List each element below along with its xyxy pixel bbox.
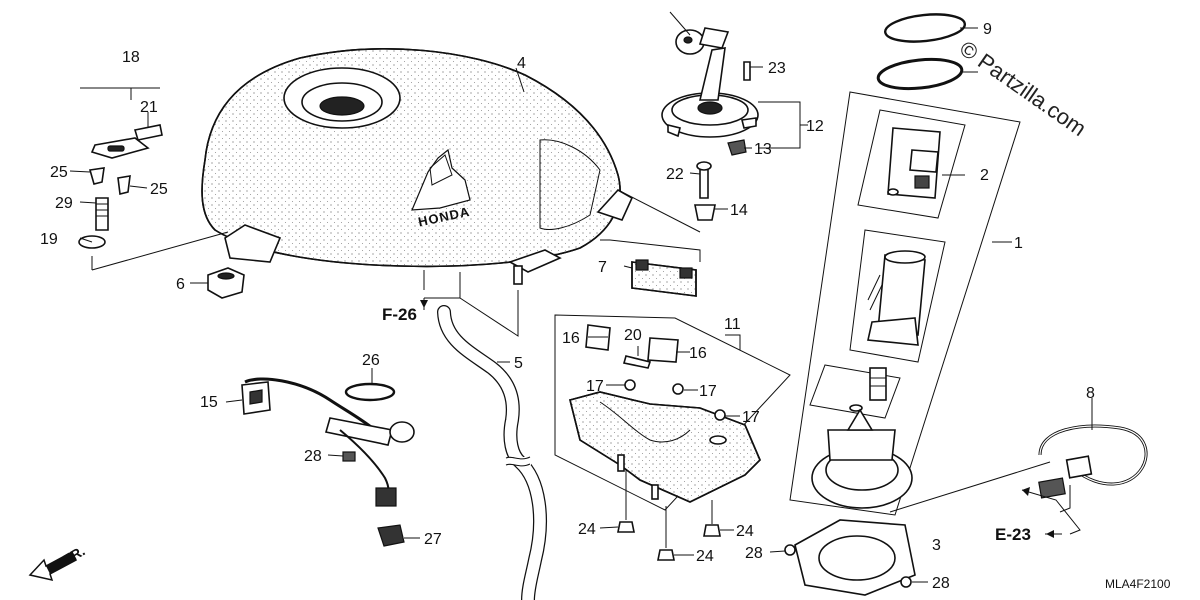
- callout-25-left: 25: [50, 164, 68, 181]
- callout-12: 12: [806, 118, 824, 135]
- callout-17-left: 17: [586, 378, 604, 395]
- callout-11: 11: [724, 316, 741, 333]
- pump-base-flange[interactable]: [811, 408, 913, 509]
- watermark: © Partzilla.com: [955, 36, 1091, 142]
- sensor-gasket[interactable]: [344, 382, 396, 402]
- cap-screw[interactable]: [743, 61, 751, 81]
- callout-9: 9: [983, 21, 992, 38]
- fuel-cap-assembly[interactable]: [661, 92, 759, 138]
- front-direction-arrow: [28, 550, 77, 582]
- callout-14: 14: [730, 202, 748, 219]
- callout-25-right: 25: [150, 181, 168, 198]
- pump-assembly-outline: [789, 91, 1021, 516]
- collar-bolt[interactable]: [694, 204, 716, 221]
- callout-16-right: 16: [689, 345, 707, 362]
- pressure-regulator[interactable]: [849, 367, 887, 412]
- callout-28-gasket-right: 28: [932, 575, 950, 592]
- guard-grommet-b[interactable]: [672, 383, 684, 395]
- sensor-clip[interactable]: [342, 451, 356, 462]
- pump-seal-ring-upper[interactable]: [883, 11, 967, 45]
- ref-e23-arrow: [1046, 530, 1054, 538]
- fuel-level-sensor[interactable]: [241, 377, 415, 507]
- callout-20: 20: [624, 327, 642, 344]
- fuel-tube[interactable]: [437, 305, 547, 600]
- reference-f26[interactable]: F-26: [382, 305, 417, 324]
- callout-27: 27: [424, 531, 442, 548]
- heat-guard-strip[interactable]: [622, 355, 652, 369]
- cap-grommet[interactable]: [727, 139, 747, 156]
- mount-cushion[interactable]: [133, 124, 163, 141]
- gasket-nut-right[interactable]: [900, 576, 912, 588]
- callout-26: 26: [362, 352, 380, 369]
- pump-filter-outline: [857, 109, 966, 219]
- callout-28-sensor: 28: [304, 448, 322, 465]
- callout-numbers: 1 2 3 4 5 6 7 8 9 11 12 13 14 15 16 16 1…: [40, 21, 1095, 592]
- guard-nut-a[interactable]: [617, 521, 635, 533]
- callout-6: 6: [176, 276, 185, 293]
- clip-right[interactable]: [117, 175, 131, 195]
- guard-grommet-c[interactable]: [714, 409, 726, 421]
- callout-8: 8: [1086, 385, 1095, 402]
- ref-e23-arrow-up: [1022, 487, 1030, 496]
- callout-15: 15: [200, 394, 218, 411]
- callout-24-bottom: 24: [696, 548, 714, 565]
- setting-plate-rubber-a: [635, 259, 649, 271]
- callout-23: 23: [768, 60, 786, 77]
- callout-5: 5: [514, 355, 523, 372]
- guard-nut-b[interactable]: [703, 524, 721, 537]
- mount-plate-slot: [107, 145, 125, 152]
- callout-19: 19: [40, 231, 58, 248]
- fuel-pump-motor[interactable]: [867, 250, 926, 346]
- tank-bolt[interactable]: [699, 167, 709, 199]
- callout-2: 2: [980, 167, 989, 184]
- leader-lines: [69, 27, 1093, 583]
- callout-29: 29: [55, 195, 73, 212]
- callout-4: 4: [517, 55, 526, 72]
- pump-harness[interactable]: [1038, 424, 1148, 499]
- tank-side-bracket: [596, 188, 634, 221]
- callout-13: 13: [754, 141, 772, 158]
- callout-7: 7: [598, 259, 607, 276]
- ref-f26-arrow: [420, 300, 428, 308]
- guard-grommet-a[interactable]: [624, 379, 636, 391]
- mount-bolt[interactable]: [95, 197, 109, 231]
- setting-plate-rubber-b: [679, 267, 693, 279]
- drawing-code: MLA4F2100: [1105, 577, 1171, 591]
- pump-seal-ring-lower[interactable]: [876, 56, 964, 93]
- callout-21: 21: [140, 99, 158, 116]
- callout-28-gasket-left: 28: [745, 545, 763, 562]
- callout-16-left: 16: [562, 330, 580, 347]
- guard-nut-c[interactable]: [657, 549, 675, 561]
- callout-3: 3: [932, 537, 941, 554]
- heat-guard-pad-right[interactable]: [647, 337, 679, 363]
- tank-rear-bracket: [224, 224, 282, 263]
- clip-left[interactable]: [88, 167, 105, 185]
- callout-18: 18: [122, 49, 140, 66]
- callout-22: 22: [666, 166, 684, 183]
- callout-24-left: 24: [578, 521, 596, 538]
- reference-e23[interactable]: E-23: [995, 525, 1031, 544]
- tank-cushion-rubber[interactable]: [207, 267, 245, 299]
- callout-24-right: 24: [736, 523, 754, 540]
- gasket-nut-left[interactable]: [784, 544, 796, 556]
- tank-stud: [513, 265, 523, 285]
- callout-17-right: 17: [742, 409, 760, 426]
- callout-17-mid: 17: [699, 383, 717, 400]
- fuel-filter[interactable]: [887, 127, 941, 199]
- ignition-key[interactable]: [669, 11, 730, 101]
- tank-heat-guard[interactable]: [569, 391, 761, 503]
- harness-clamp[interactable]: [377, 524, 405, 547]
- callout-1: 1: [1014, 235, 1023, 252]
- pump-body-outline: [849, 229, 946, 363]
